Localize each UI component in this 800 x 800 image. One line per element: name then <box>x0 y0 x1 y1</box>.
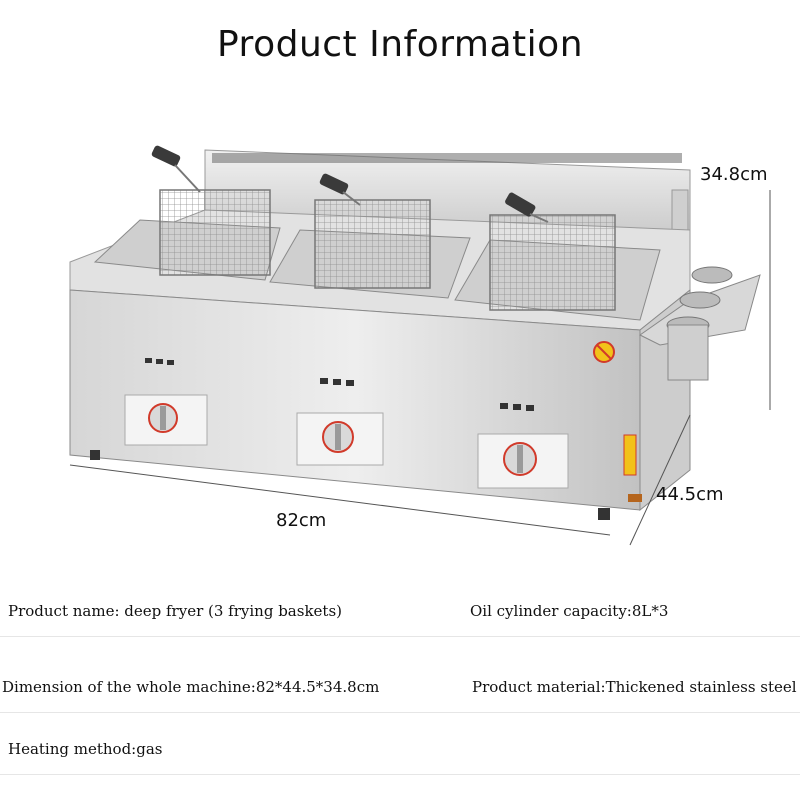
foot <box>598 508 610 520</box>
warning-label-icon <box>593 341 637 476</box>
knob-icon <box>124 394 208 446</box>
fryer-basket-icon <box>314 173 431 289</box>
page-title: Product Information <box>216 24 584 65</box>
spec-dimension: Dimension of the whole machine:82*44.5*3… <box>2 678 380 696</box>
gas-inlet <box>628 494 642 502</box>
foot <box>90 450 100 460</box>
spec-product-name: Product name: deep fryer (3 frying baske… <box>8 602 342 620</box>
spec-oil-capacity: Oil cylinder capacity:8L*3 <box>470 602 669 620</box>
fryer-basket-icon <box>489 192 616 311</box>
utensil-cup-icon <box>639 266 761 381</box>
width-dimension: 82cm <box>276 510 327 531</box>
dimension-lines <box>69 190 771 546</box>
vent-holes <box>145 358 534 411</box>
spec-row-1: Product name: deep fryer (3 frying baske… <box>0 588 800 637</box>
knob-icon <box>296 412 384 466</box>
product-illustration <box>69 145 771 546</box>
spec-heating: Heating method:gas <box>8 740 163 758</box>
height-dimension: 34.8cm <box>700 164 768 185</box>
spec-row-2: Dimension of the whole machine:82*44.5*3… <box>0 664 800 713</box>
knob-icon <box>477 433 569 489</box>
vent-slots <box>212 153 682 163</box>
fryer-basket-icon <box>151 145 271 276</box>
spec-material: Product material:Thickened stainless ste… <box>472 678 797 696</box>
depth-dimension: 44.5cm <box>656 484 724 505</box>
spec-row-3: Heating method:gas <box>0 726 800 775</box>
